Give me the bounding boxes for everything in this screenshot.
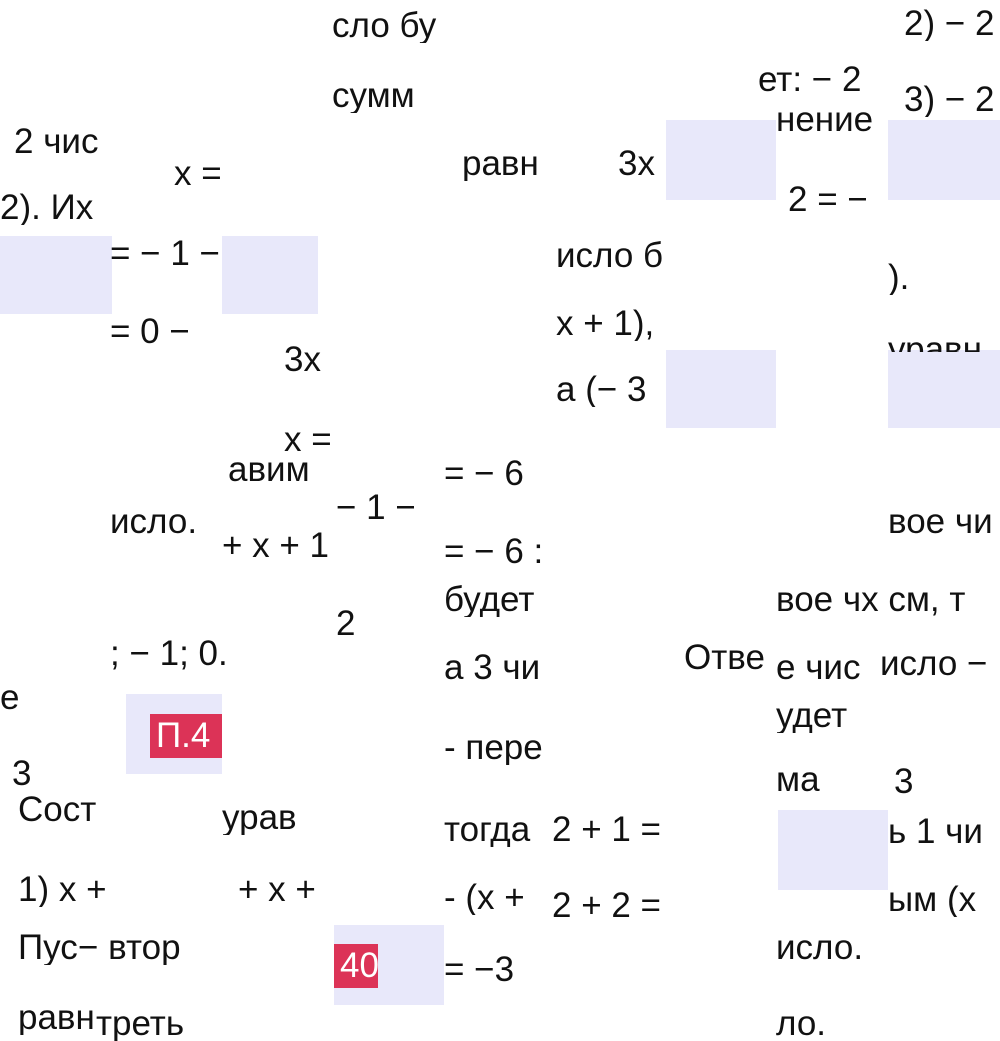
text-fragment: = 0 − [110, 314, 190, 349]
text-fragment: 3 [894, 764, 914, 799]
text-fragment: 3) − 2 [904, 82, 995, 117]
text-fragment: сумм [332, 78, 415, 113]
text-fragment: + x + [238, 872, 316, 907]
text-fragment: равн [18, 1000, 95, 1035]
text-fragment: исло − [880, 646, 988, 681]
text-fragment: x + 1), [556, 306, 655, 341]
text-fragment: вое чх см, т [776, 582, 966, 617]
text-fragment: 3x [618, 146, 655, 181]
text-fragment: 2 = − [788, 182, 868, 217]
text-fragment: уравн [888, 332, 982, 352]
text-fragment: Пуст [18, 930, 78, 965]
text-fragment: 2 чис [14, 124, 99, 159]
text-fragment: е чис [776, 650, 861, 685]
text-fragment: ; − 1; 0. [110, 636, 228, 671]
text-fragment: авим [228, 452, 310, 487]
text-fragment: x = [174, 156, 222, 191]
text-fragment: исло. [776, 930, 864, 965]
text-fragment: = − 6 : [444, 534, 544, 569]
text-fragment: а 3 чи [444, 650, 541, 685]
text-fragment: 1) x + [18, 872, 107, 907]
text-fragment: нение [776, 102, 874, 137]
text-fragment: сло бу [332, 8, 437, 43]
text-fragment: ). [888, 260, 910, 295]
section-badge: 40 [334, 944, 378, 988]
text-fragment: урав [222, 800, 297, 835]
text-fragment: вое чи [888, 504, 993, 539]
text-fragment: ь 1 чи [888, 814, 983, 849]
text-fragment: ым (x [888, 882, 977, 917]
text-fragment: 3 [12, 756, 32, 791]
text-fragment: исло б [556, 238, 664, 273]
placeholder-box [0, 236, 112, 314]
text-fragment: будет [444, 582, 535, 617]
placeholder-box [666, 120, 776, 200]
text-fragment: = −3 [444, 952, 515, 987]
text-fragment: 2 + 1 = [552, 812, 661, 847]
text-fragment: треть [96, 1006, 185, 1041]
text-fragment: 2 [336, 606, 356, 641]
text-fragment: ет: − 2 [758, 62, 862, 97]
text-fragment: 2). Их [0, 190, 94, 225]
text-fragment: а (− 3 [556, 372, 647, 407]
text-fragment: = − 6 [444, 456, 524, 491]
text-fragment: ма [776, 762, 820, 797]
text-fragment: = − 1 − [110, 236, 220, 271]
text-fragment: Сост [18, 792, 97, 828]
text-fragment: − втор [78, 930, 181, 965]
text-fragment: - пере [444, 730, 543, 765]
text-fragment: e: [0, 680, 20, 715]
text-fragment: тогда [444, 812, 531, 847]
placeholder-box [222, 236, 318, 314]
text-fragment: исло. [110, 504, 198, 539]
placeholder-box [778, 810, 888, 890]
text-fragment: 3x [284, 342, 321, 377]
text-fragment: ло. [776, 1006, 827, 1041]
text-fragment: 2) − 2 [904, 6, 995, 41]
text-fragment: Отве [684, 640, 765, 675]
placeholder-box [888, 120, 1000, 200]
placeholder-box [888, 350, 1000, 428]
text-fragment: 2 + 2 = [552, 888, 661, 923]
section-badge: П.4 [150, 714, 222, 758]
text-fragment: - (x + [444, 880, 525, 915]
text-fragment: удет [776, 698, 848, 733]
text-fragment: − 1 − [336, 490, 416, 525]
text-fragment: равн [462, 146, 539, 181]
placeholder-box [666, 350, 776, 428]
text-fragment: + x + 1 [222, 528, 330, 563]
text-fragment: x = [284, 422, 332, 457]
